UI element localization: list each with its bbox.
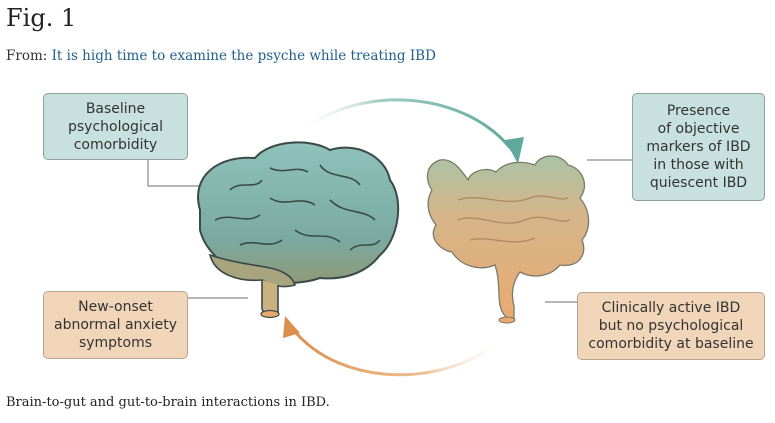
brain-to-gut-arrow xyxy=(290,98,514,151)
source-article-link[interactable]: It is high time to examine the psyche wh… xyxy=(51,48,436,64)
figure-caption: Brain-to-gut and gut-to-brain interactio… xyxy=(6,395,330,410)
baseline-comorbidity-text: Baseline psychological comorbidity xyxy=(68,100,163,153)
new-onset-anxiety-text: New-onset abnormal anxiety symptoms xyxy=(54,299,177,351)
objective-markers-text: Presence of objective markers of IBD in … xyxy=(646,103,751,191)
clinically-active-text: Clinically active IBD but no psychologic… xyxy=(588,300,754,352)
new-onset-anxiety-box: New-onset abnormal anxiety symptoms xyxy=(43,291,188,359)
figure-title: Fig. 1 xyxy=(6,4,77,32)
clinically-active-box: Clinically active IBD but no psychologic… xyxy=(577,292,765,360)
connector-bottom-left xyxy=(186,297,248,324)
source-prefix: From: xyxy=(6,48,52,64)
gut-to-brain-arrowhead xyxy=(283,316,300,338)
gut-to-brain-arrow xyxy=(290,327,514,377)
source-line: From: It is high time to examine the psy… xyxy=(6,48,436,64)
intestine-illustration xyxy=(426,155,590,324)
baseline-comorbidity-box: Baseline psychological comorbidity xyxy=(43,93,188,160)
objective-markers-box: Presence of objective markers of IBD in … xyxy=(632,93,765,201)
diagram-canvas xyxy=(147,98,632,377)
brain-to-gut-arrowhead xyxy=(505,137,524,164)
brain-illustration xyxy=(197,141,400,319)
brain-gut-diagram: Baseline psychological comorbidity Prese… xyxy=(0,80,775,385)
